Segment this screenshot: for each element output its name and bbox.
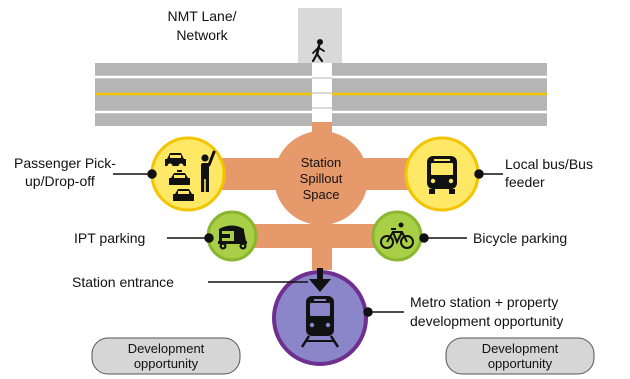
station-spillout-circle [274, 131, 368, 225]
development-left-line1: Development [128, 341, 205, 356]
development-left-line2: opportunity [134, 356, 199, 371]
development-right-line2: opportunity [488, 356, 553, 371]
pedestrian-crossing [312, 63, 332, 126]
development-box-left [91, 337, 241, 375]
local-bus-label-line1: Local bus/Bus [505, 156, 593, 172]
taxi-cars-and-person-icon [165, 150, 216, 201]
bicycle-icon [380, 222, 414, 249]
ipt-node [206, 210, 258, 262]
spillout-label-line3: Space [303, 187, 340, 202]
bicycle-parking-label: Bicycle parking [473, 230, 567, 246]
spillout-label-line2: Spillout [300, 171, 343, 186]
metro-train-icon [300, 296, 340, 348]
down-arrow-icon [309, 268, 331, 292]
leader-lines [113, 169, 503, 317]
auto-rickshaw-icon [218, 225, 247, 250]
development-right-line1: Development [482, 341, 559, 356]
bus-icon [427, 156, 457, 194]
pickup-label-line2: up/Drop-off [25, 173, 95, 189]
local-bus-label-line2: feeder [505, 174, 545, 190]
pedestrian-icon [311, 39, 325, 63]
bicycle-node [371, 210, 423, 262]
development-box-right [445, 337, 595, 375]
station-entrance-label: Station entrance [72, 274, 174, 290]
metro-station-label-line1: Metro station + property [410, 294, 558, 310]
metro-station-label-line2: development opportunity [410, 313, 563, 329]
pickup-label-line1: Passenger Pick- [14, 155, 116, 171]
nmt-lane-label-line2: Network [176, 27, 228, 43]
spillout-label-line1: Station [301, 155, 341, 170]
ipt-parking-label: IPT parking [74, 230, 145, 246]
nmt-lane-label-line1: NMT Lane/ [168, 8, 237, 24]
